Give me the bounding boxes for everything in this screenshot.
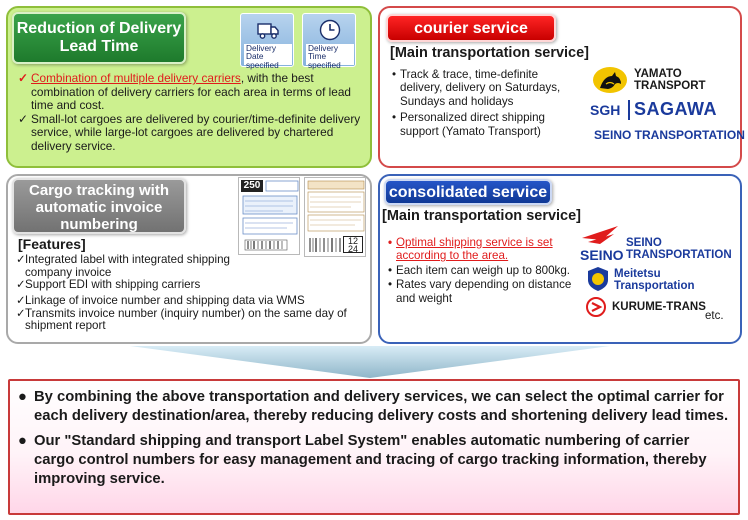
consolidated-title: consolidated service [384,179,552,205]
bullet-icon: • [392,68,397,81]
list-item: • Track & trace, time-definite delivery,… [392,68,576,108]
check-icon: ✓ [16,278,26,292]
bullet-icon: • [392,111,397,125]
list-item-text: Track & trace, time-definite delivery, d… [400,68,561,108]
summary-point-text: Our "Standard shipping and transport Lab… [34,433,707,487]
feature-text: Integrated label with integrated shippin… [25,253,230,279]
features-heading: [Features] [18,236,86,252]
seino-line1: SEINO [626,237,662,249]
check-icon: ✓ [18,111,28,126]
sagawa-logo: SGH SAGAWA [590,98,730,122]
bullet-icon: • [388,278,393,292]
lead-time-point-highlight: Combination of multiple delivery carrier… [31,71,241,85]
check-icon: ✓ [18,71,28,85]
kurume-mark-icon [586,297,606,317]
bullet-icon: ● [18,389,27,405]
consolidated-heading: [Main transportation service] [382,208,582,224]
lead-time-title: Reduction of Delivery Lead Time [12,12,186,64]
feature-text: Support EDI with shipping carriers [25,278,201,292]
meitetsu-line1: Meitetsu [614,268,661,280]
list-item: • Rates vary depending on distance and w… [388,278,578,305]
consolidated-highlight: Optimal shipping service is set accordin… [396,236,553,263]
etc-label: etc. [705,310,724,322]
summary-point: ● By combining the above transportation … [18,388,730,426]
feature-item: ✓ Transmits invoice number (inquiry numb… [16,306,366,333]
seino-name: SEINO TRANSPORTATION [626,237,732,261]
courier-heading: [Main transportation service] [390,45,590,61]
delivery-date-label: Delivery Date specified [244,44,292,69]
lead-time-point-text: Small-lot cargoes are delivered by couri… [31,111,361,153]
feature-text: Linkage of invoice number and shipping d… [25,294,305,307]
summary-point: ● Our "Standard shipping and transport L… [18,432,730,489]
summary-points: ● By combining the above transportation … [18,388,730,489]
black-cat-icon [593,67,627,93]
yamato-logo: YAMATO TRANSPORT [590,66,730,96]
sagawa-name: SAGAWA [634,99,718,119]
lead-time-points: ✓ Combination of multiple delivery carri… [18,71,364,154]
yamato-transport: TRANSPORT [634,80,706,92]
truck-icon [257,23,279,39]
check-icon: ✓ [16,294,26,307]
bullet-icon: • [388,263,393,277]
seino-logo: SEINO TRANSPORTATION [594,128,745,142]
logo-divider [628,100,630,120]
label-number-box: 12 24 [343,236,363,254]
delivery-date-card: Delivery Date specified [240,13,294,69]
bullet-icon: • [388,236,393,249]
seino-line2: TRANSPORTATION [626,249,732,261]
sgh-mark: SGH [590,102,621,118]
feature-text: Transmits invoice number (inquiry number… [25,306,347,333]
delivery-time-card: Delivery Time specified [302,13,356,69]
list-item-text: Each item can weigh up to 800kg. [396,263,571,277]
label-number-top: 12 [347,236,358,246]
list-item-text: Personalized direct shipping support (Ya… [400,111,546,138]
feature-item: ✓ Integrated label with integrated shipp… [16,253,236,279]
clock-icon [319,19,341,41]
consolidated-items: • Optimal shipping service is set accord… [388,236,578,305]
shipping-label: 250 [238,177,300,255]
delivery-time-label: Delivery Time specified [306,44,354,69]
list-item: • Each item can weigh up to 800kg. [388,264,578,277]
feature-item: ✓ Linkage of invoice number and shipping… [16,294,366,308]
check-icon: ✓ [16,306,26,320]
meitetsu-mark-icon [588,267,608,291]
list-item-text: Rates vary depending on distance and wei… [396,278,572,305]
features-list: ✓ Integrated label with integrated shipp… [16,253,236,292]
lead-time-point: ✓ Small-lot cargoes are delivered by cou… [18,111,364,154]
meitetsu-line2: Transportation [614,280,695,292]
shipping-label: 12 24 [304,177,366,257]
summary-point-text: By combining the above transportation an… [34,389,729,424]
seino-mark-icon: SEINO [580,226,624,263]
kurume-name: KURUME-TRANS [612,301,706,313]
shipping-label-images: 250 [238,177,366,257]
courier-title: courier service [386,14,556,42]
summary-panel [8,379,740,515]
down-arrow-icon [130,346,610,378]
bullet-icon: ● [18,433,27,449]
label-number: 250 [241,180,263,192]
cargo-tracking-title: Cargo tracking with automatic invoice nu… [12,178,186,234]
yamato-name: YAMATO [634,68,682,80]
list-item: • Personalized direct shipping support (… [392,111,576,138]
feature-item: ✓ Support EDI with shipping carriers [16,279,236,292]
label-number-bottom: 24 [347,244,358,254]
label-lines-icon [307,180,365,252]
meitetsu-name: Meitetsu Transportation [614,268,695,292]
features-list: ✓ Linkage of invoice number and shipping… [16,294,366,333]
list-item: • Optimal shipping service is set accord… [388,236,578,263]
label-lines-icon [242,180,299,251]
courier-items: • Track & trace, time-definite delivery,… [392,68,576,138]
seino-mark-text: SEINO [580,247,624,263]
check-icon: ✓ [16,253,26,266]
lead-time-point-text: , with the best combination of delivery … [31,71,351,113]
lead-time-point: ✓ Combination of multiple delivery carri… [18,71,364,113]
